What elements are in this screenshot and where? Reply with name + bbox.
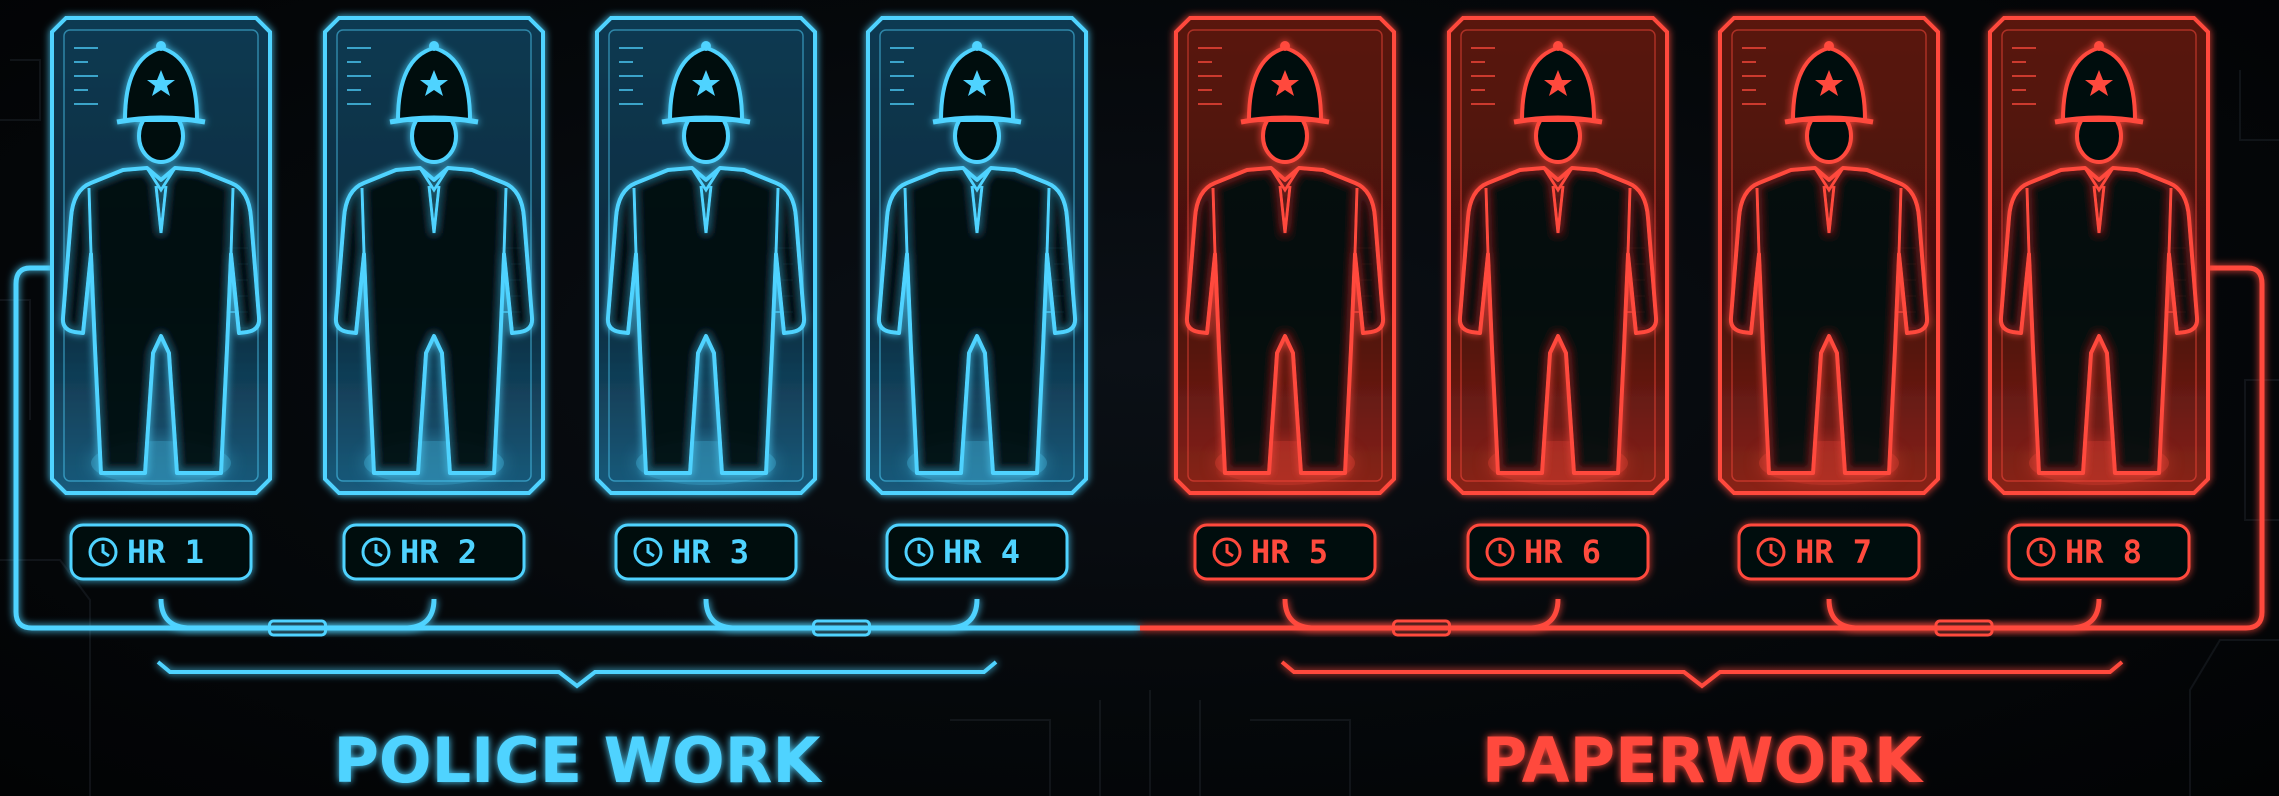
hour-label-text: HR 4	[943, 533, 1020, 571]
hour-label-text: HR 8	[2065, 533, 2142, 571]
group-title: PAPERWORK	[1482, 724, 1924, 796]
officer-cards: HR 1 HR 2 HR 3 HR 4 HR 5 HR 6 HR 7 HR 8	[52, 18, 2208, 579]
officer-card: HR 3	[597, 18, 815, 579]
officer-card: HR 4	[868, 18, 1086, 579]
group-bracket	[1282, 662, 2122, 686]
group-title: POLICE WORK	[333, 724, 822, 796]
hour-label: HR 2	[344, 525, 524, 579]
group-labels: POLICE WORK PAPERWORK	[158, 662, 2122, 796]
hour-label: HR 4	[887, 525, 1067, 579]
officer-card: HR 1	[52, 18, 270, 579]
hour-label-text: HR 5	[1251, 533, 1328, 571]
hour-label: HR 3	[616, 525, 796, 579]
hour-label-text: HR 1	[127, 533, 204, 571]
officer-card: HR 6	[1449, 18, 1667, 579]
hour-label-text: HR 2	[400, 533, 477, 571]
officer-card: HR 2	[325, 18, 543, 579]
hour-label: HR 8	[2009, 525, 2189, 579]
group-bracket	[158, 662, 996, 686]
officer-card: HR 8	[1990, 18, 2208, 579]
officer-card: HR 5	[1176, 18, 1394, 579]
hour-label: HR 6	[1468, 525, 1648, 579]
hour-label: HR 7	[1739, 525, 1919, 579]
hour-label: HR 1	[71, 525, 251, 579]
hour-label-text: HR 6	[1524, 533, 1601, 571]
officer-card: HR 7	[1720, 18, 1938, 579]
hour-label-text: HR 3	[672, 533, 749, 571]
hour-label: HR 5	[1195, 525, 1375, 579]
hour-label-text: HR 7	[1795, 533, 1872, 571]
